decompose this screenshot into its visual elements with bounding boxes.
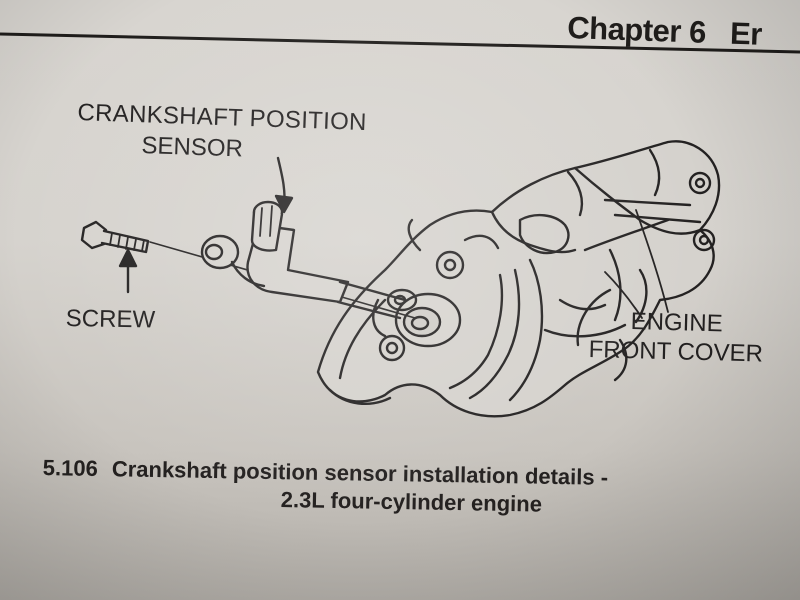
sensor-label-line2: SENSOR: [141, 132, 244, 163]
cover-label-line2: FRONT COVER: [588, 336, 764, 368]
header-rule: [0, 32, 800, 54]
cover-leader-line: [604, 209, 669, 319]
crankshaft-position-sensor: [200, 200, 407, 320]
figure-caption-line2: 2.3L four-cylinder engine: [280, 487, 543, 517]
screw: [80, 220, 150, 254]
sensor-mounting-boss: [386, 288, 462, 348]
sensor-leader-arrow: [274, 156, 294, 214]
screw-leader-arrow: [118, 248, 138, 294]
figure-number: 5.106: [42, 455, 99, 481]
screw-label: SCREW: [65, 305, 156, 334]
engine-front-cover: [316, 140, 721, 418]
cover-label-line1: ENGINE: [630, 308, 724, 338]
